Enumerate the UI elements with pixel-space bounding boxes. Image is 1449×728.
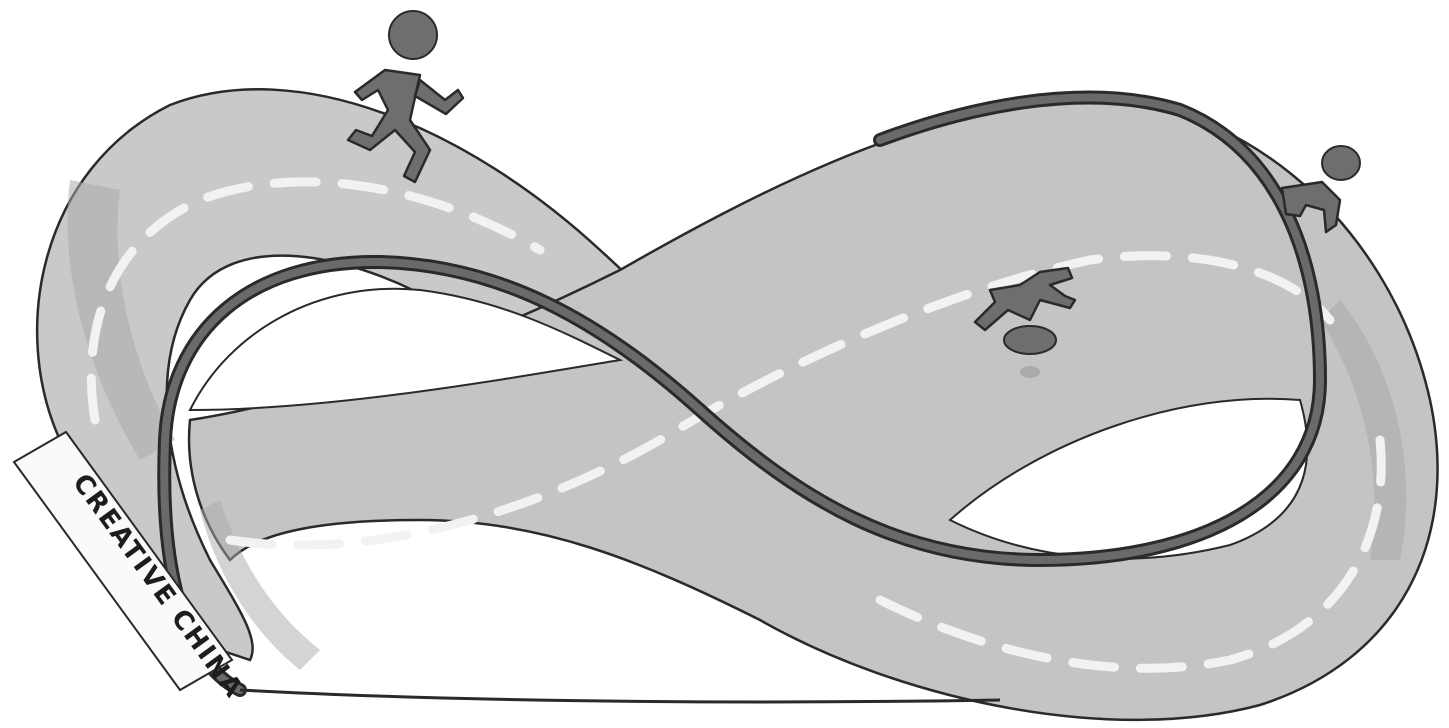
rail-bottom xyxy=(240,690,1000,702)
